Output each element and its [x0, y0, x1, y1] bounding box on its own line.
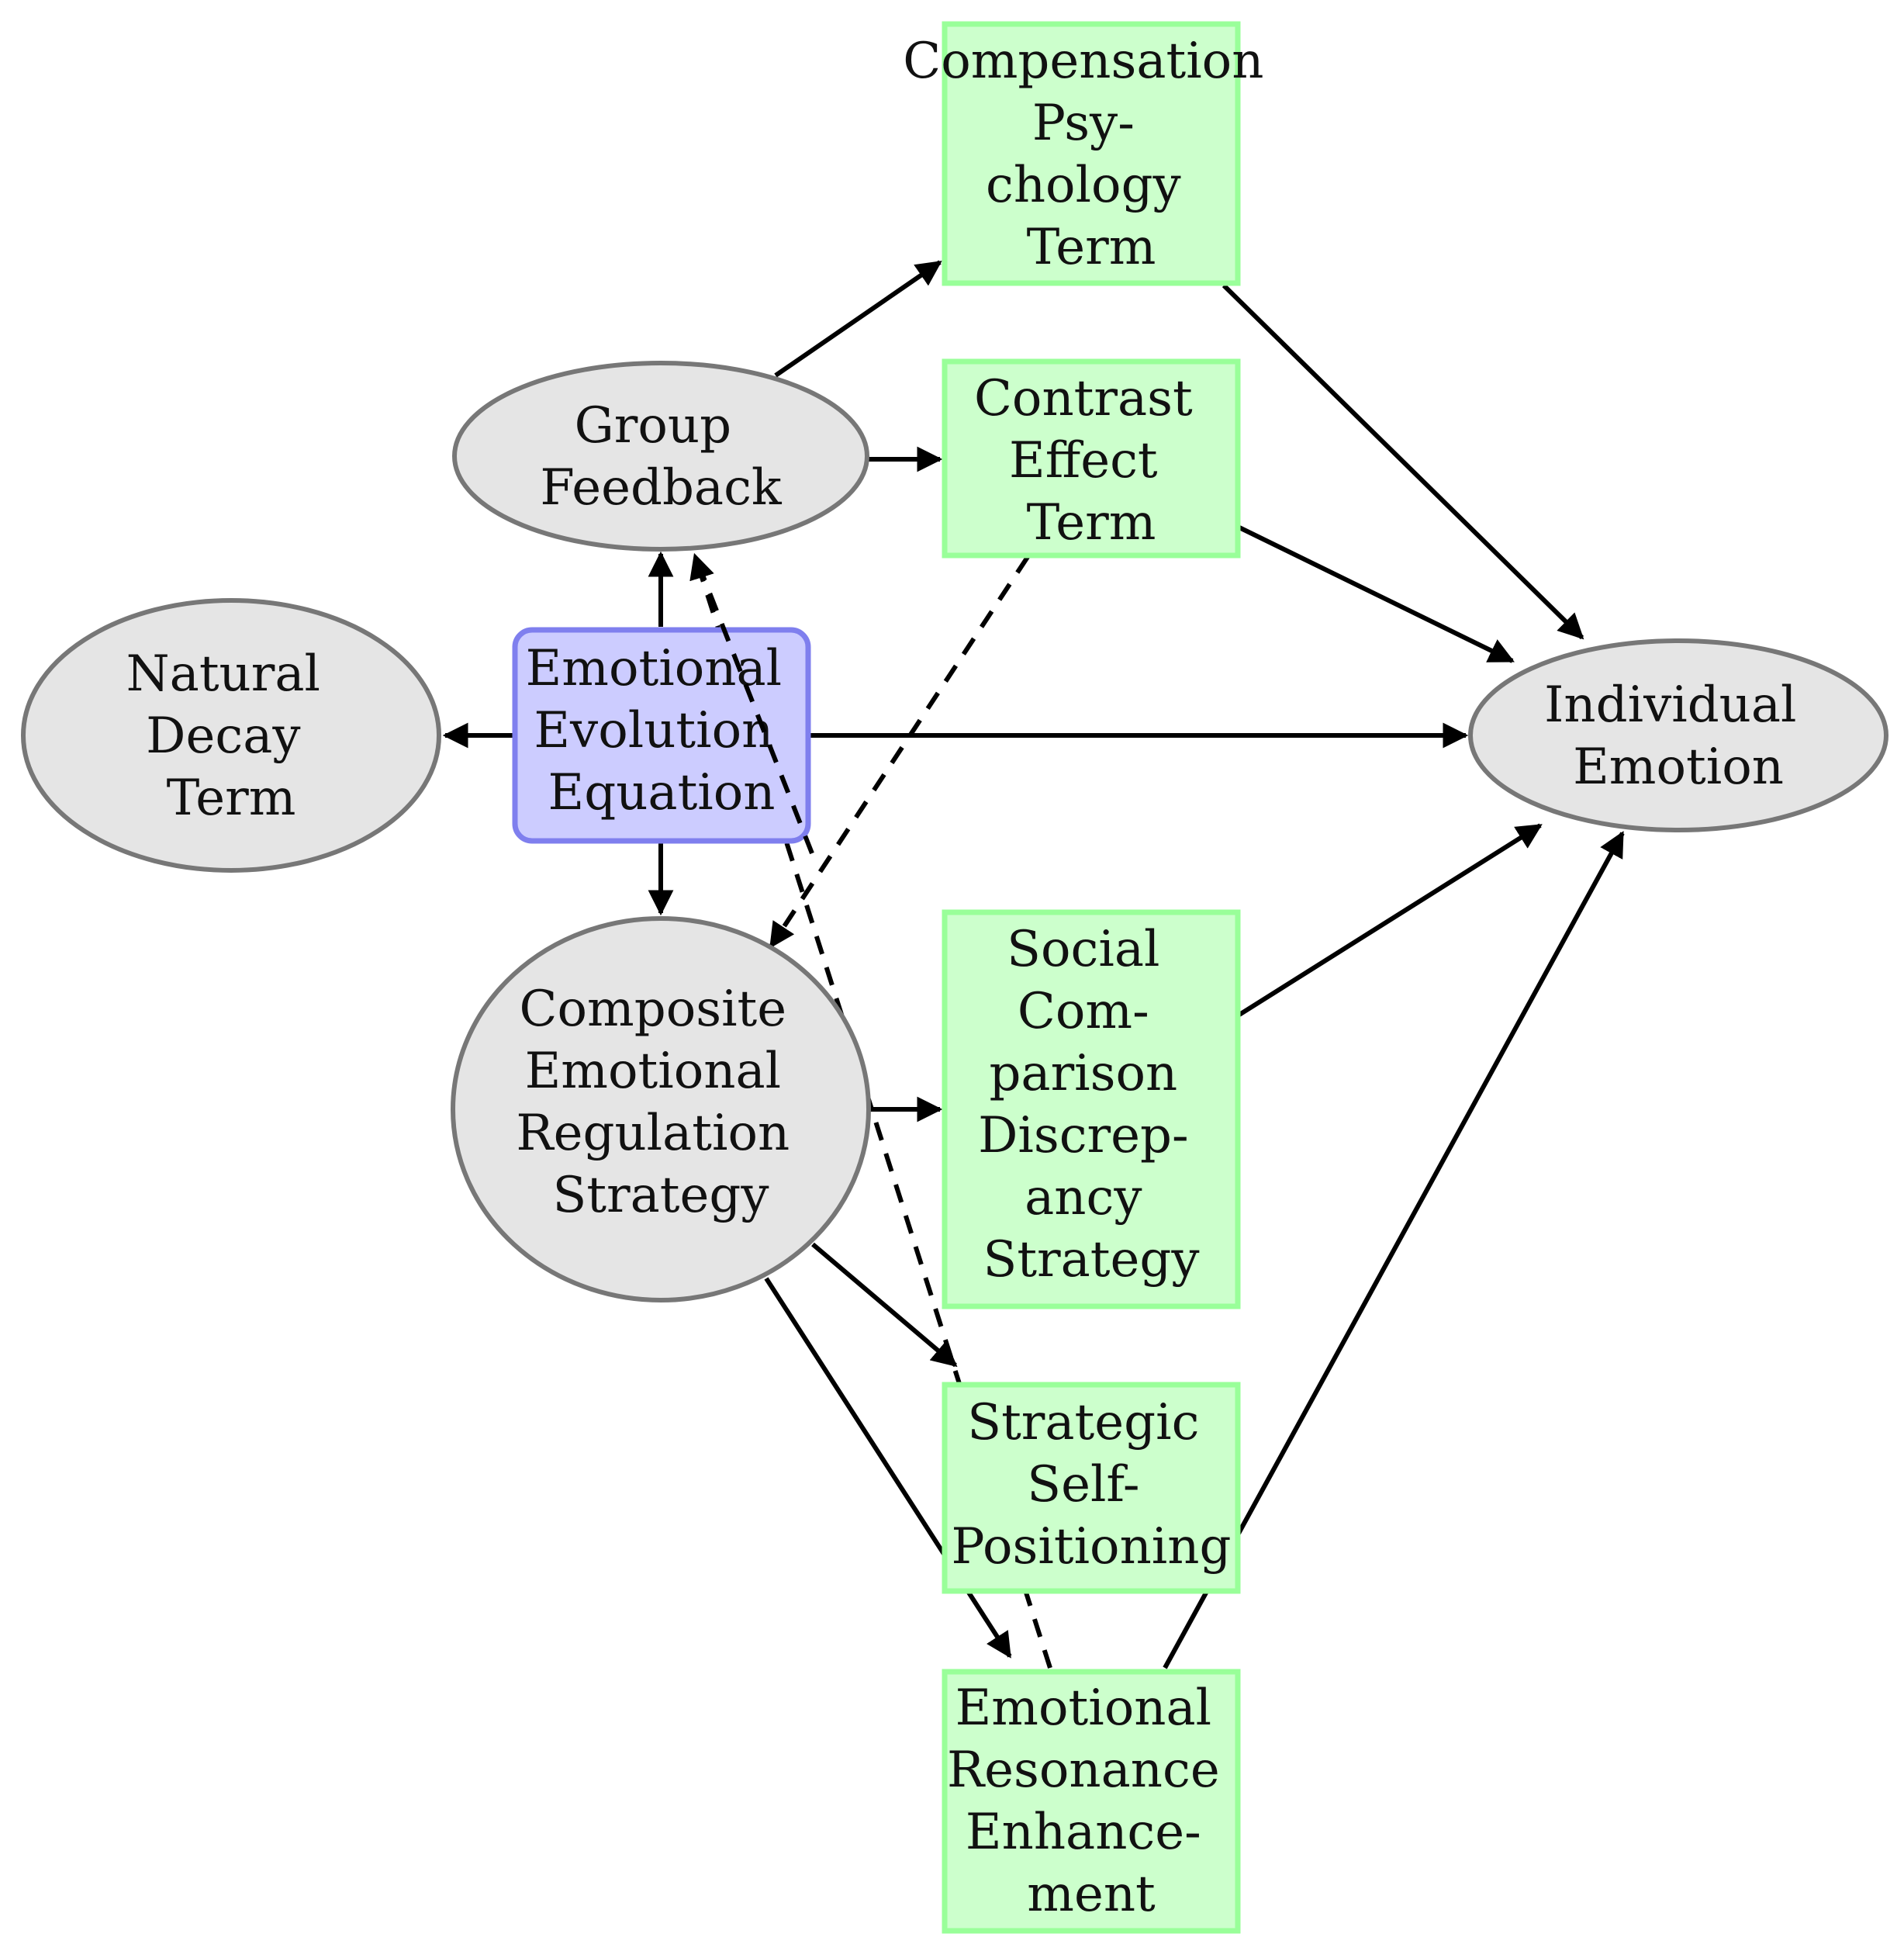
- node-composite-regulation[interactable]: Composite Emotional Regulation Strategy: [451, 916, 871, 1302]
- edge-composite-to-strategic: [811, 1242, 958, 1368]
- node-contrast-effect[interactable]: Contrast Effect Term: [942, 358, 1241, 559]
- edge-social-to-individual: [1238, 823, 1543, 1017]
- node-group-feedback[interactable]: Group Feedback: [452, 361, 869, 552]
- node-social-comparison-label: Social Com- parison Discrep- ancy Strate…: [978, 921, 1204, 1289]
- edge-contrast-to-composite-dashed: [769, 555, 1030, 949]
- edge-resonance-to-individual: [1163, 831, 1625, 1669]
- node-natural-decay-label: Natural Decay Term: [126, 645, 337, 827]
- node-strategic-self-positioning[interactable]: Strategic Self- Positioning: [942, 1382, 1241, 1594]
- nodes-layer: Natural Decay Term Group Feedback Compos…: [21, 21, 1888, 1934]
- node-emotional-resonance-label: Emotional Resonance Enhance- ment: [947, 1679, 1235, 1923]
- edge-group-to-compensation: [774, 260, 942, 378]
- node-social-comparison[interactable]: Social Com- parison Discrep- ancy Strate…: [942, 909, 1241, 1309]
- node-emotional-evolution-label: Emotional Evolution Equation: [526, 640, 798, 822]
- node-strategic-self-positioning-label: Strategic Self- Positioning: [952, 1394, 1232, 1576]
- node-emotional-resonance[interactable]: Emotional Resonance Enhance- ment: [942, 1669, 1241, 1934]
- node-emotional-evolution[interactable]: Emotional Evolution Equation: [512, 627, 811, 844]
- edge-resonance-to-group-dashed-overlay: [693, 554, 814, 855]
- edge-compensation-to-individual: [1222, 283, 1584, 640]
- node-group-feedback-label: Group Feedback: [540, 397, 783, 517]
- node-composite-regulation-label: Composite Emotional Regulation Strategy: [516, 981, 805, 1224]
- node-compensation-psychology-label: Compensation Psy- chology Term: [903, 33, 1280, 276]
- node-individual-emotion-label: Individual Emotion: [1544, 676, 1812, 796]
- edge-contrast-to-individual: [1238, 525, 1515, 663]
- node-individual-emotion[interactable]: Individual Emotion: [1468, 638, 1888, 832]
- node-natural-decay[interactable]: Natural Decay Term: [21, 598, 441, 873]
- node-compensation-psychology[interactable]: Compensation Psy- chology Term: [903, 21, 1280, 286]
- node-contrast-effect-label: Contrast Effect Term: [974, 370, 1208, 552]
